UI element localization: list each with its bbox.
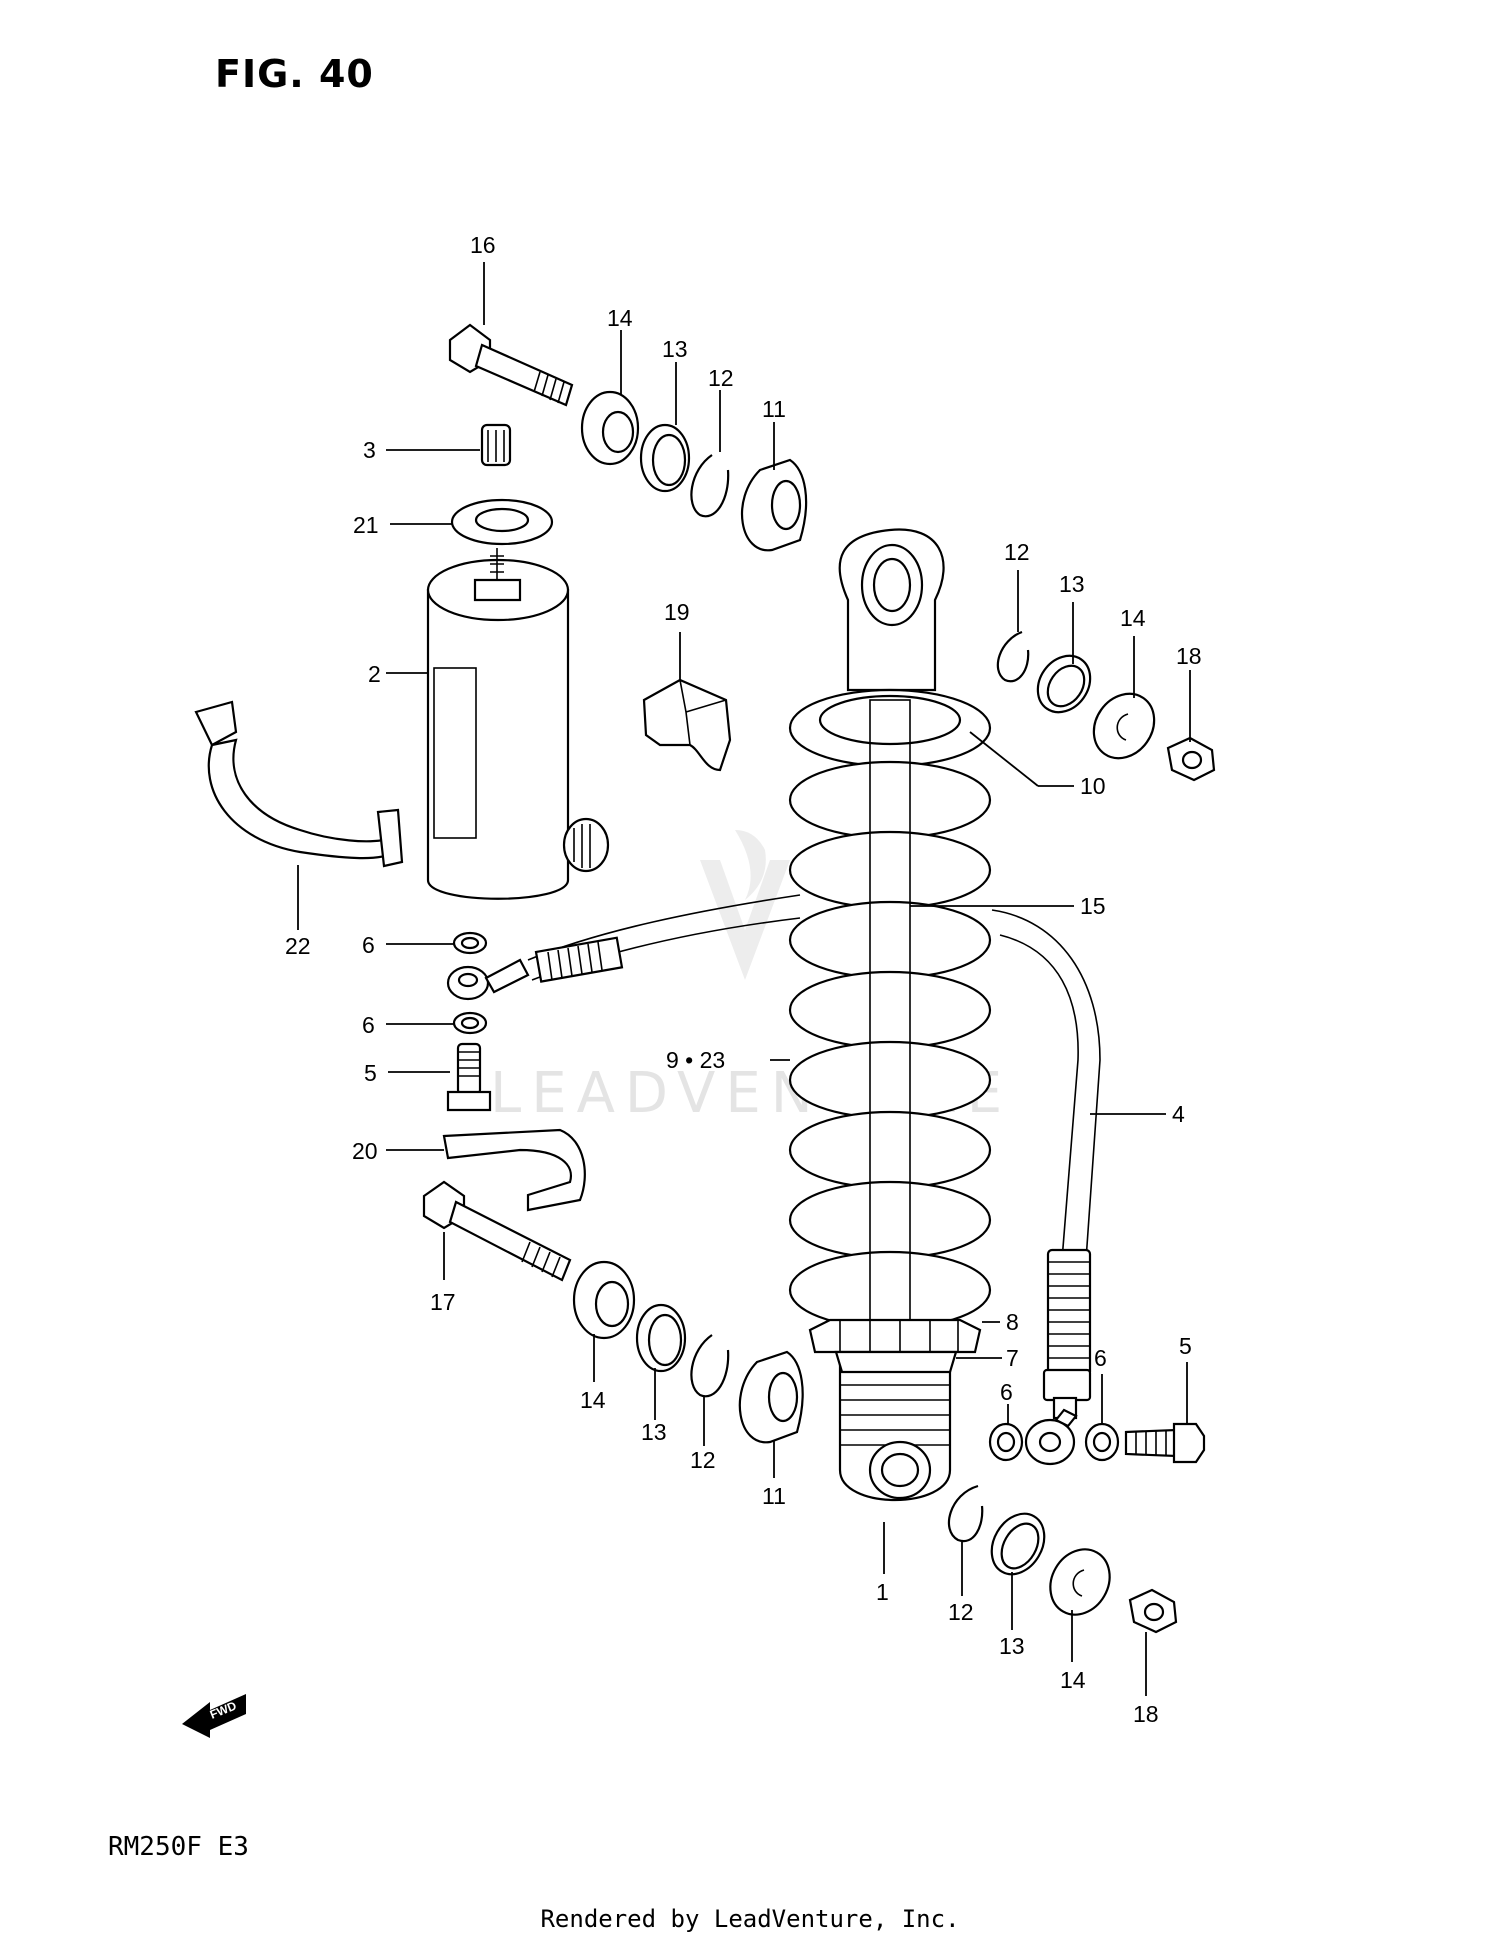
part-18-upper-nut[interactable]: [1166, 736, 1216, 782]
part-3-valve-cap[interactable]: [480, 423, 512, 467]
figure-title: FIG. 40: [215, 52, 374, 96]
part-18-lower-nut[interactable]: [1128, 1588, 1178, 1634]
part-2-reservoir[interactable]: [426, 548, 610, 900]
banjo-fitting-left: [446, 958, 530, 1001]
callout-3: 3: [363, 437, 376, 463]
callout-11-lower: 11: [762, 1483, 786, 1509]
callout-20: 20: [352, 1138, 378, 1164]
part-14-upper-right-washer[interactable]: [1082, 682, 1167, 770]
callout-5-right: 5: [1179, 1333, 1192, 1359]
callout-16: 16: [470, 232, 496, 258]
callout-12: 12: [708, 365, 734, 391]
callout-8: 8: [1006, 1309, 1019, 1335]
part-1-shock-absorber[interactable]: [838, 528, 952, 1502]
part-12-lower-left-circlip[interactable]: [690, 1334, 730, 1398]
callout-14-lower-right: 14: [1060, 1667, 1086, 1693]
callout-9-23: 9 • 23: [666, 1047, 725, 1073]
callout-10: 10: [1080, 773, 1106, 799]
callout-1: 1: [876, 1579, 889, 1605]
leader-lines: [297, 262, 1191, 1696]
callout-19: 19: [664, 599, 690, 625]
part-7-lock-nut[interactable]: [834, 1350, 958, 1374]
part-12-upper-left-circlip[interactable]: [690, 454, 730, 518]
part-5-left-banjo-bolt[interactable]: [446, 1042, 492, 1112]
banjo-fitting-right: [1024, 1408, 1078, 1466]
part-16-upper-bolt[interactable]: [448, 323, 574, 407]
part-14-lower-left-washer[interactable]: [572, 1260, 636, 1340]
callout-17: 17: [430, 1289, 456, 1315]
part-6-right-left-washer[interactable]: [988, 1422, 1024, 1462]
callout-6-right-left: 6: [1000, 1379, 1013, 1405]
fwd-arrow-icon: FWD: [182, 1694, 246, 1738]
render-credit: Rendered by LeadVenture, Inc.: [540, 1905, 960, 1933]
part-9-23-spring[interactable]: [788, 699, 992, 1330]
part-11-upper-bushing[interactable]: [740, 458, 808, 552]
callout-14-lower-left: 14: [580, 1387, 606, 1413]
part-21-reservoir-cap-washer[interactable]: [450, 498, 554, 546]
callout-11: 11: [762, 396, 786, 422]
part-13-lower-right-seal[interactable]: [981, 1504, 1055, 1583]
callout-6-right-right: 6: [1094, 1345, 1107, 1371]
part-6-left-top-washer[interactable]: [452, 931, 488, 955]
part-22-reservoir-band[interactable]: [194, 700, 404, 868]
callout-12-upper-right: 12: [1004, 539, 1030, 565]
model-code: RM250F E3: [108, 1832, 249, 1862]
callout-6-left-bottom: 6: [362, 1012, 375, 1038]
part-12-upper-right-circlip[interactable]: [996, 630, 1030, 683]
callout-13-lower-left: 13: [641, 1419, 667, 1445]
part-6-left-bottom-washer[interactable]: [452, 1011, 488, 1035]
callout-12-lower-right: 12: [948, 1599, 974, 1625]
callout-12-lower-left: 12: [690, 1447, 716, 1473]
part-10-spring-seat[interactable]: [788, 688, 992, 768]
part-8-adjuster-nut[interactable]: [808, 1318, 982, 1354]
part-13-lower-left-seal[interactable]: [635, 1303, 687, 1373]
part-6-right-right-washer[interactable]: [1084, 1422, 1120, 1462]
callouts: 16 14 13 12 11 3 21 2 19 22 6 6 5 20 17 …: [285, 232, 1202, 1727]
callout-5-left: 5: [364, 1060, 377, 1086]
callout-21: 21: [353, 512, 379, 538]
callout-15: 15: [1080, 893, 1106, 919]
part-13-upper-left-seal[interactable]: [639, 423, 691, 493]
part-12-lower-right-circlip[interactable]: [947, 1484, 984, 1543]
callout-6-left-top: 6: [362, 932, 375, 958]
part-14-lower-right-washer[interactable]: [1039, 1539, 1121, 1626]
callout-13-upper-right: 13: [1059, 571, 1085, 597]
callout-13: 13: [662, 336, 688, 362]
callout-22: 22: [285, 933, 311, 959]
part-5-right-banjo-bolt[interactable]: [1124, 1422, 1206, 1464]
part-13-upper-right-seal[interactable]: [1027, 646, 1101, 723]
part-14-upper-left-washer[interactable]: [580, 390, 640, 466]
callout-7: 7: [1006, 1345, 1019, 1371]
callout-4: 4: [1172, 1101, 1185, 1127]
callout-14-upper-right: 14: [1120, 605, 1146, 631]
part-4-reservoir-hose[interactable]: [527, 894, 1101, 1420]
callout-2: 2: [368, 661, 381, 687]
part-17-lower-bolt[interactable]: [422, 1180, 572, 1282]
callout-18-upper: 18: [1176, 643, 1202, 669]
part-20-bracket[interactable]: [442, 1128, 586, 1212]
callout-18-lower: 18: [1133, 1701, 1159, 1727]
callout-13-lower-right: 13: [999, 1633, 1025, 1659]
part-11-lower-bushing[interactable]: [738, 1350, 804, 1444]
callout-14: 14: [607, 305, 633, 331]
part-19-rubber-cushion[interactable]: [642, 678, 732, 772]
